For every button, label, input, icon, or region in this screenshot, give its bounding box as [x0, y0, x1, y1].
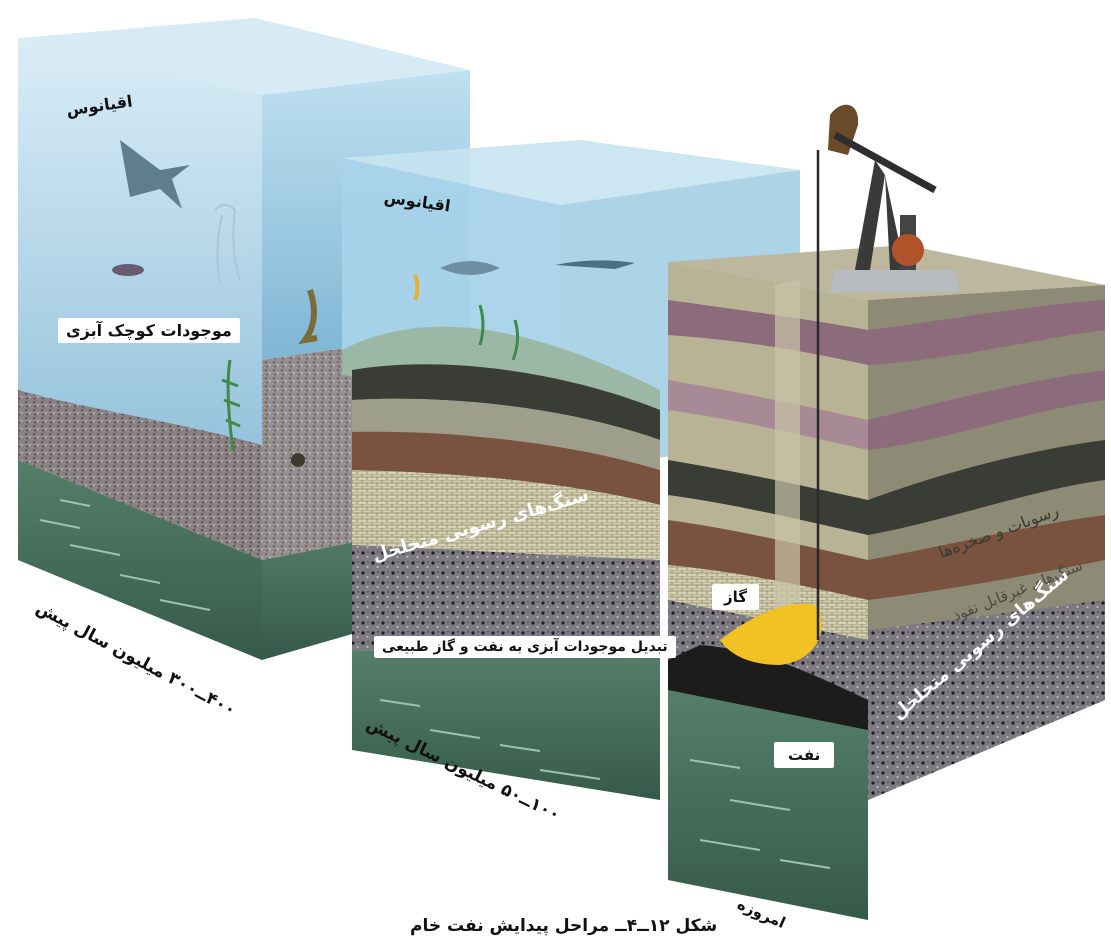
swordfish-icon: [555, 260, 635, 269]
brick-layer: [352, 470, 660, 560]
bedrock-layer: [668, 690, 868, 920]
dark-layer: [352, 364, 660, 440]
squid-icon: [112, 264, 144, 276]
grey-layer: [352, 398, 660, 470]
porous-layer: [352, 545, 660, 655]
bedrock-streaks: [379, 699, 601, 780]
mauve-layer-side: [868, 300, 1105, 365]
squid-icon-2: [298, 289, 318, 345]
gas-pocket: [720, 603, 822, 665]
water-top-face: [342, 140, 800, 205]
organisms-label: موجودات کوچک آبزی: [58, 318, 240, 343]
jellyfish-icon: [214, 204, 241, 286]
bedrock-streaks: [689, 759, 831, 869]
pump-jack-icon: [828, 104, 960, 292]
shark-icon: [120, 140, 190, 209]
bedrock-layer: [352, 650, 660, 800]
process-label: تبدیل موجودات آبزی به نفت و گاز طبیعی: [374, 636, 676, 658]
seahorse-icon: [413, 274, 420, 301]
oil-label: نفت: [774, 742, 835, 768]
well-cutout: [775, 280, 800, 610]
figure-caption: شکل ۱۲ــ۴ــ مراحل پیدایش نفت خام: [410, 916, 718, 936]
brown-layer-side: [868, 515, 1105, 600]
fish-icon: [440, 261, 500, 275]
seaweed-icon: [221, 359, 241, 451]
mauve-layer-side-2: [868, 370, 1105, 450]
dark-layer-side: [868, 440, 1105, 535]
gravel-layer: [18, 390, 262, 560]
bedrock-layer: [18, 460, 262, 660]
water-top-face: [18, 18, 470, 95]
seaweed-icon: [478, 304, 520, 361]
bedrock-streaks: [39, 499, 211, 611]
oil-reservoir: [668, 645, 868, 740]
brown-layer: [352, 431, 660, 505]
porous-layer-side: [868, 600, 1105, 800]
crab-icon: [291, 453, 305, 467]
gas-label: گاز: [712, 584, 759, 610]
